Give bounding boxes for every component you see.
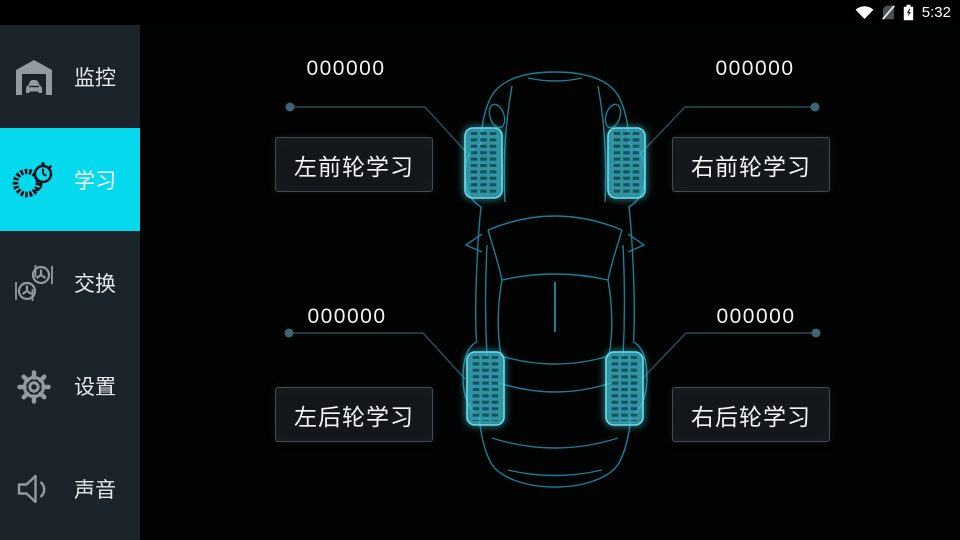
speaker-icon [12, 467, 56, 511]
sidebar-item-swap[interactable]: 交换 [0, 231, 140, 334]
garage-car-icon [12, 55, 56, 99]
sidebar-item-monitor[interactable]: 监控 [0, 25, 140, 128]
tire-front-right [607, 127, 646, 199]
status-bar: 5:32 [0, 0, 960, 25]
sensor-id-front-right: 000000 [715, 57, 795, 80]
sidebar-item-learn[interactable]: 学习 [0, 128, 140, 231]
tire-rear-left [466, 351, 505, 426]
sidebar: 监控 学习 [0, 25, 140, 540]
wheel-swap-icon [12, 261, 56, 305]
tire-learn-icon [12, 158, 56, 202]
sidebar-item-sound[interactable]: 声音 [0, 437, 140, 540]
wifi-icon [855, 6, 874, 19]
learn-button-rear-right[interactable]: 右后轮学习 [672, 387, 830, 442]
sidebar-item-settings[interactable]: 设置 [0, 334, 140, 437]
sidebar-item-label: 设置 [74, 375, 116, 399]
sidebar-item-label: 交换 [74, 272, 116, 296]
tire-front-left [464, 127, 503, 199]
sensor-id-rear-left: 000000 [307, 305, 387, 328]
sensor-id-front-left: 000000 [306, 57, 386, 80]
tire-rear-right [605, 351, 644, 426]
sensor-id-rear-right: 000000 [716, 305, 796, 328]
sidebar-item-label: 学习 [74, 169, 116, 193]
gear-icon [12, 364, 56, 408]
battery-charging-icon [903, 4, 913, 21]
learn-button-front-right[interactable]: 右前轮学习 [672, 137, 830, 192]
clock: 5:32 [921, 4, 951, 21]
no-sim-icon [881, 5, 895, 20]
learn-button-rear-left[interactable]: 左后轮学习 [275, 387, 433, 442]
car-top-view [462, 71, 648, 488]
learn-button-front-left[interactable]: 左前轮学习 [275, 137, 433, 192]
sidebar-item-label: 监控 [74, 66, 116, 90]
sidebar-item-label: 声音 [74, 478, 116, 502]
